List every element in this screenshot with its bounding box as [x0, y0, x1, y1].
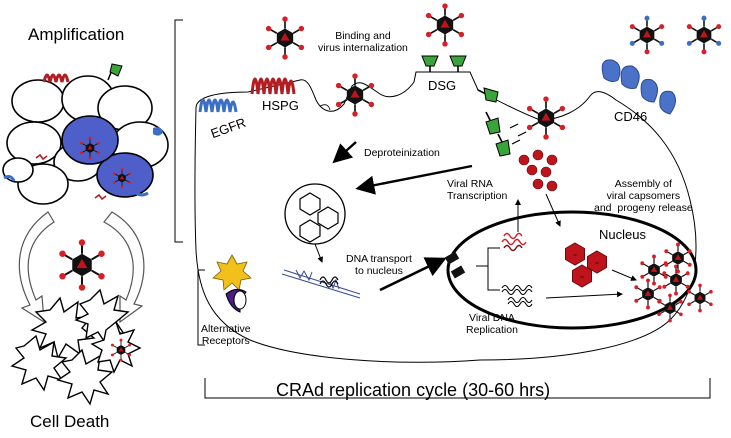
nucleus-branch-lines	[476, 247, 500, 291]
cd46-label: CD46	[614, 109, 648, 124]
assembly-arrow-1	[611, 269, 637, 281]
amplification-label: Amplification	[28, 25, 125, 44]
alt-receptor-bracket	[197, 269, 205, 346]
egfr-receptor-icon	[198, 98, 238, 113]
binding-virion-icon	[265, 15, 305, 61]
cluster-dsg-icon	[107, 63, 123, 81]
deproteinization-arrow-2	[355, 164, 473, 195]
traveling-dna-icon	[319, 276, 339, 288]
deproteinization-label: Deproteinization	[364, 147, 440, 159]
dsg-receptor-icons	[421, 55, 511, 157]
capsomer-icon-1	[565, 242, 585, 266]
dsg-virion-icon	[425, 2, 465, 48]
alt-receptor-star-icon	[212, 254, 252, 291]
assembly-arrow-2	[545, 291, 623, 299]
cluster-cd46-icon	[153, 127, 163, 136]
dna-transport-label: DNA transport to nucleus	[346, 253, 412, 278]
deproteinization-arrow-1	[332, 141, 357, 164]
nuclear-pore-icon	[444, 251, 466, 279]
host-cell-membrane	[194, 71, 697, 363]
viral-rna-transcription-label: Viral RNA Transcription	[447, 178, 508, 203]
protein-synthesis-icon	[518, 149, 558, 192]
protein-import-arrow	[545, 193, 561, 227]
cycle-title: CRAd replication cycle (30-60 hrs)	[276, 380, 551, 400]
viral-rna-icon	[501, 232, 527, 252]
amplification-cell-cluster	[2, 75, 169, 205]
cd46-virion-icon-1	[628, 14, 666, 56]
viral-dna-replication-label: Viral DNA Replication	[466, 312, 518, 337]
alternative-receptors-label: Alternative Receptors	[201, 323, 251, 348]
central-virion-icon	[58, 238, 106, 292]
hspg-receptor-icon	[250, 77, 296, 95]
dsg-motion-dashes	[509, 123, 527, 145]
vesicle-release-arrow	[314, 243, 323, 263]
cell-death-label: Cell Death	[30, 412, 110, 431]
top-bracket	[174, 19, 183, 243]
entering-virion-icon	[335, 72, 375, 118]
assembly-label: Assembly of viral capsomers and progeny …	[594, 178, 693, 215]
cd46-receptor-icons	[601, 59, 676, 115]
cluster-hspg-icon	[42, 73, 70, 83]
bottom-bracket	[204, 378, 711, 399]
cd46-virion-icon-2	[685, 14, 723, 56]
dna-transport-arrow	[379, 257, 447, 292]
capsomer-icon-3	[572, 264, 592, 288]
dsg-label: DSG	[428, 78, 457, 93]
nucleus	[446, 210, 698, 330]
hspg-label: HSPG	[262, 98, 299, 113]
uncoated-capsid-icons	[299, 192, 339, 243]
binding-internalization-label: Binding and virus internalization	[318, 30, 408, 55]
dsg-binding-virion-icon	[526, 95, 566, 141]
nucleus-label: Nucleus	[599, 227, 646, 242]
viral-dna-replication-icon	[501, 284, 533, 308]
cycle-arrows	[18, 211, 145, 324]
